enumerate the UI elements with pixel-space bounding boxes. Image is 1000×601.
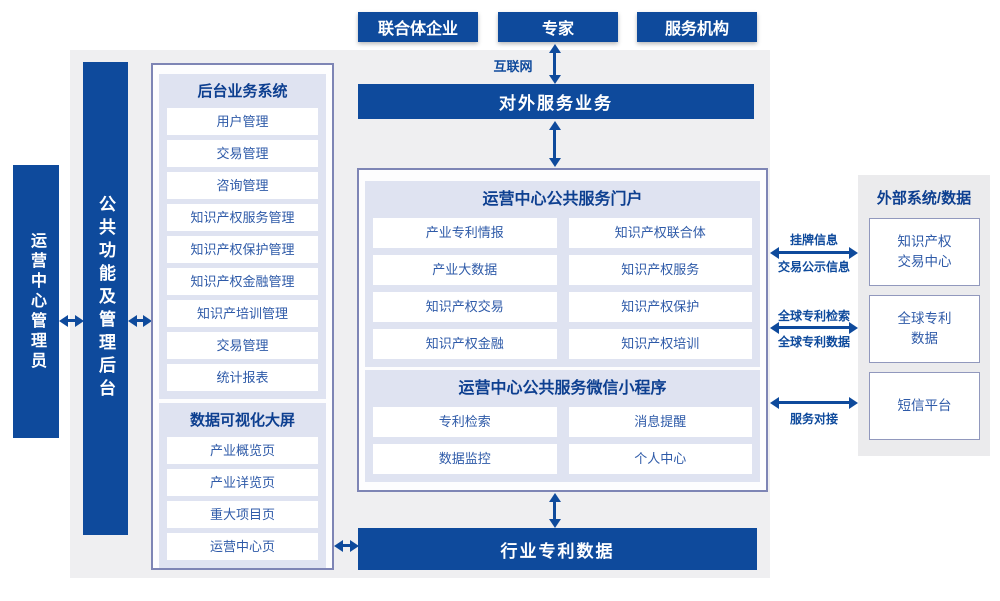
portal-item: 产业专利情报 <box>373 218 557 248</box>
backend-item: 知识产权保护管理 <box>167 236 318 263</box>
actor-expert: 专家 <box>498 12 618 42</box>
miniapp-item: 个人中心 <box>568 444 752 474</box>
backend-item: 咨询管理 <box>167 172 318 199</box>
arrow-panel-to-patent-data <box>334 539 359 552</box>
internet-label: 互联网 <box>493 59 533 74</box>
portal-item: 知识产权金融 <box>373 329 557 359</box>
backend-functions-label: 公共功能及管理后台 <box>96 195 115 402</box>
actor-consortium-enterprise: 联合体企业 <box>358 12 478 42</box>
label-service-docking: 服务对接 <box>789 412 838 426</box>
arrow-backend-to-panel <box>128 314 152 327</box>
arrow-service-to-portal <box>548 121 561 167</box>
external-box-label: 全球专利数据 <box>897 311 952 346</box>
miniapp-item: 消息提醒 <box>568 407 752 437</box>
actor-service-organization: 服务机构 <box>637 12 757 42</box>
arrow-global-patent-data <box>770 321 858 334</box>
backend-functions-bar: 公共功能及管理后台 <box>83 62 128 535</box>
backend-item: 知识产培训管理 <box>167 300 318 327</box>
portal-item: 知识产权联合体 <box>568 218 752 248</box>
backend-system-subpanel: 后台业务系统 用户管理 交易管理 咨询管理 知识产权服务管理 知识产权保护管理 … <box>159 74 326 399</box>
arrow-portal-to-patent-data <box>548 493 561 528</box>
backend-item: 交易管理 <box>167 140 318 167</box>
arrow-sms-platform <box>770 396 858 409</box>
miniapp-title: 运营中心公共服务微信小程序 <box>458 380 667 397</box>
backend-system-title: 后台业务系统 <box>197 83 288 100</box>
external-service-bar: 对外服务业务 <box>358 84 754 119</box>
arrow-ip-trade-center <box>770 246 858 259</box>
portal-item: 知识产权培训 <box>568 329 752 359</box>
admin-bar: 运营中心管理员 <box>13 165 59 438</box>
label-global-patent-search: 全球专利检索 <box>777 309 850 323</box>
center-panel: 运营中心公共服务门户 产业专利情报 知识产权联合体 产业大数据 知识产权服务 知… <box>357 168 768 492</box>
portal-item: 知识产权保护 <box>568 292 752 322</box>
arrow-internet <box>548 44 561 84</box>
actor-label: 联合体企业 <box>377 21 458 38</box>
dashboard-title: 数据可视化大屏 <box>189 412 295 429</box>
actor-label: 服务机构 <box>664 21 729 38</box>
portal-title: 运营中心公共服务门户 <box>482 191 643 208</box>
miniapp-item: 数据监控 <box>373 444 557 474</box>
portal-item: 产业大数据 <box>373 255 557 285</box>
industry-patent-data-label: 行业专利数据 <box>500 541 615 561</box>
backend-item: 交易管理 <box>167 332 318 359</box>
backend-item: 用户管理 <box>167 108 318 135</box>
external-box-label: 知识产权交易中心 <box>897 234 952 269</box>
miniapp-subpanel: 运营中心公共服务微信小程序 专利检索 消息提醒 数据监控 个人中心 <box>365 370 760 482</box>
external-systems-title: 外部系统/数据 <box>876 190 972 207</box>
dashboard-item: 产业详览页 <box>167 469 318 496</box>
dashboard-item: 运营中心页 <box>167 533 318 560</box>
external-box-label: 短信平台 <box>897 398 952 413</box>
actor-label: 专家 <box>541 21 574 38</box>
dashboard-item: 产业概览页 <box>167 437 318 464</box>
external-box-global-patent-data: 全球专利数据 <box>869 295 980 363</box>
external-box-sms-platform: 短信平台 <box>869 372 980 440</box>
backend-item: 统计报表 <box>167 364 318 391</box>
miniapp-item: 专利检索 <box>373 407 557 437</box>
label-trade-publicity-info: 交易公示信息 <box>777 260 850 274</box>
external-service-label: 对外服务业务 <box>499 94 613 113</box>
left-panel: 后台业务系统 用户管理 交易管理 咨询管理 知识产权服务管理 知识产权保护管理 … <box>151 63 334 570</box>
external-box-ip-trade-center: 知识产权交易中心 <box>869 218 980 286</box>
admin-bar-label: 运营中心管理员 <box>28 231 45 372</box>
dashboard-subpanel: 数据可视化大屏 产业概览页 产业详览页 重大项目页 运营中心页 <box>159 403 326 568</box>
label-listing-info: 挂牌信息 <box>789 233 838 247</box>
backend-item: 知识产权服务管理 <box>167 204 318 231</box>
arrow-admin-to-backend <box>59 314 84 327</box>
backend-item: 知识产权金融管理 <box>167 268 318 295</box>
label-global-patent-data: 全球专利数据 <box>777 335 850 349</box>
portal-item: 知识产权交易 <box>373 292 557 322</box>
portal-subpanel: 运营中心公共服务门户 产业专利情报 知识产权联合体 产业大数据 知识产权服务 知… <box>365 181 760 367</box>
portal-item: 知识产权服务 <box>568 255 752 285</box>
dashboard-item: 重大项目页 <box>167 501 318 528</box>
industry-patent-data-bar: 行业专利数据 <box>358 528 757 570</box>
